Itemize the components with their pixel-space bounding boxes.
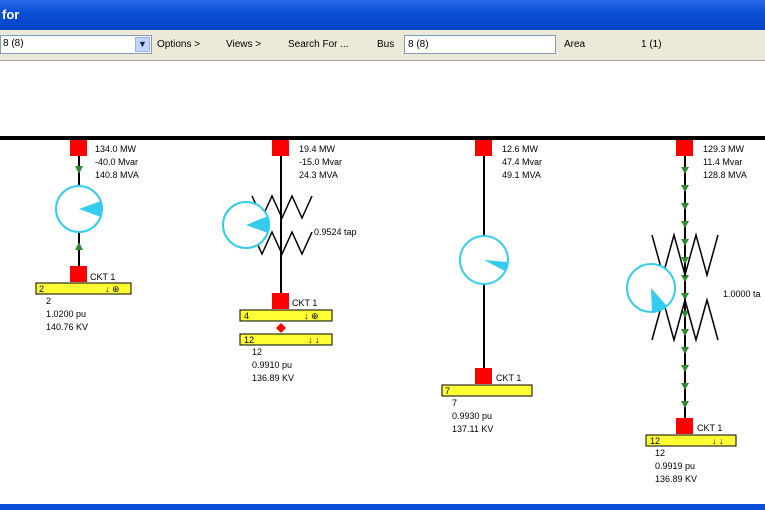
bus-number: 2 <box>39 284 44 294</box>
chevron-down-icon[interactable]: ▼ <box>135 37 150 52</box>
ckt-label: CKT 1 <box>697 423 722 433</box>
breaker-small[interactable] <box>276 323 286 333</box>
flow-mw: 129.3 MW <box>703 144 745 154</box>
bus-voltage-kv: 140.76 KV <box>46 322 88 332</box>
bus-label: Bus <box>377 39 395 50</box>
window-title: for <box>2 7 20 22</box>
flow-mw: 134.0 MW <box>95 144 137 154</box>
flow-arrow-icon <box>75 166 83 174</box>
bus-voltage-kv: 136.89 KV <box>252 373 294 383</box>
branch-4: 129.3 MW 11.4 Mvar 128.8 MVA 1.0000 ta C… <box>626 140 761 484</box>
flow-arrow-icon <box>681 167 689 408</box>
tap-label: 1.0000 ta <box>723 289 761 299</box>
oneline-diagram: 134.0 MW -40.0 Mvar 140.8 MVA CKT 1 2 ↓ … <box>0 136 765 484</box>
toolbar: 8 (8) ▼ Options > Views > Search For ...… <box>0 30 765 61</box>
breaker[interactable] <box>70 266 87 282</box>
breaker[interactable] <box>70 140 87 156</box>
bus-bar[interactable] <box>35 282 132 295</box>
area-value: 1 (1) <box>641 39 662 50</box>
flow-mw: 12.6 MW <box>502 144 539 154</box>
bus-name: 12 <box>655 448 665 458</box>
breaker[interactable] <box>475 368 492 384</box>
bus-number-2: 12 <box>244 335 254 345</box>
bus-combo-value: 8 (8) <box>3 38 24 49</box>
flow-mvar: -15.0 Mvar <box>299 157 342 167</box>
bus-arrows-icon: ↓ ⊕ <box>105 284 120 294</box>
bus-number: 12 <box>650 436 660 446</box>
flow-mvar: 11.4 Mvar <box>703 157 742 167</box>
bus-combo[interactable]: 8 (8) ▼ <box>0 35 152 54</box>
breaker[interactable] <box>676 140 693 156</box>
bus-voltage-pu: 0.9930 pu <box>452 411 492 421</box>
bus-arrows-icon: ↓ ⊕ <box>304 311 319 321</box>
main-bus-bar[interactable] <box>0 136 765 140</box>
bus-arrows-icon: ↓ ↓ <box>712 436 724 446</box>
bus-bar-2[interactable] <box>239 333 333 346</box>
breaker[interactable] <box>272 293 289 309</box>
flow-mvar: 47.4 Mvar <box>502 157 542 167</box>
bus-bar[interactable] <box>441 384 533 397</box>
bus-bar[interactable] <box>239 309 333 322</box>
branch-3: 12.6 MW 47.4 Mvar 49.1 MVA CKT 1 7 7 0.9… <box>441 140 542 434</box>
bus-field[interactable]: 8 (8) <box>404 35 556 54</box>
flow-mva: 128.8 MVA <box>703 170 747 180</box>
ckt-label: CKT 1 <box>496 373 521 383</box>
flow-mw: 19.4 MW <box>299 144 336 154</box>
bus-name: 12 <box>252 347 262 357</box>
flow-mvar: -40.0 Mvar <box>95 157 138 167</box>
tap-label: 0.9524 tap <box>314 227 357 237</box>
bus-number: 7 <box>445 386 450 396</box>
window-titlebar: for <box>0 0 765 30</box>
bus-name: 7 <box>452 398 457 408</box>
options-button[interactable]: Options > <box>157 39 201 50</box>
search-button[interactable]: Search For ... <box>288 39 349 50</box>
breaker[interactable] <box>272 140 289 156</box>
window-bottom-border <box>0 504 765 510</box>
area-label: Area <box>564 39 586 50</box>
ckt-label: CKT 1 <box>292 298 317 308</box>
bus-number: 4 <box>244 311 249 321</box>
bus-voltage-pu: 0.9919 pu <box>655 461 695 471</box>
bus-voltage-pu: 1.0200 pu <box>46 309 86 319</box>
bus-name: 2 <box>46 296 51 306</box>
flow-mva: 140.8 MVA <box>95 170 139 180</box>
bus-voltage-kv: 136.89 KV <box>655 474 697 484</box>
branch-1: 134.0 MW -40.0 Mvar 140.8 MVA CKT 1 2 ↓ … <box>35 140 139 332</box>
views-button[interactable]: Views > <box>226 39 262 50</box>
flow-arrow-icon <box>75 242 83 250</box>
flow-mva: 49.1 MVA <box>502 170 541 180</box>
ckt-label: CKT 1 <box>90 272 115 282</box>
bus-voltage-kv: 137.11 KV <box>452 424 493 434</box>
flow-mva: 24.3 MVA <box>299 170 338 180</box>
breaker[interactable] <box>475 140 492 156</box>
bus-voltage-pu: 0.9910 pu <box>252 360 292 370</box>
bus-bar[interactable] <box>645 434 737 447</box>
bus-arrows-icon: ↓ ↓ <box>308 335 320 345</box>
breaker[interactable] <box>676 418 693 434</box>
branch-2: 19.4 MW -15.0 Mvar 24.3 MVA 0.9524 tap C… <box>222 140 357 383</box>
